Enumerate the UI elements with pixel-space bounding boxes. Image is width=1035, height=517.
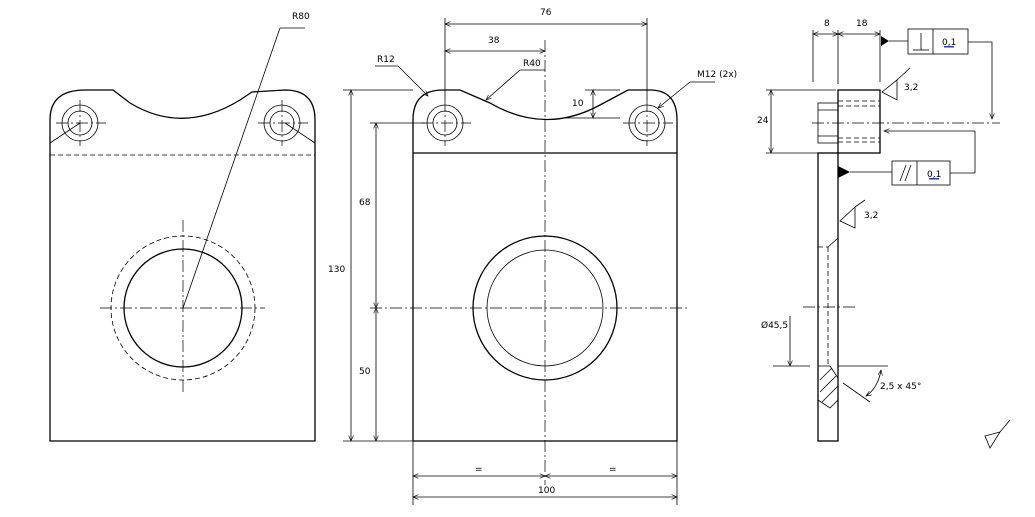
side-view: 8 18 24 0,1 0,1 3,2 3,2 Ø45,5 2,5: [757, 19, 1011, 449]
r80-label: R80: [292, 12, 310, 22]
r40-label: R40: [523, 59, 541, 69]
dim-10: 10: [572, 99, 584, 109]
dim-24: 24: [757, 116, 769, 126]
roughness-symbol-1: [881, 67, 911, 101]
dim-76: 76: [540, 8, 552, 18]
equal-right: =: [609, 465, 617, 475]
perpendicularity-tolerance: 0,1: [942, 38, 956, 48]
parallelism-icon: [899, 164, 912, 182]
dim-130: 130: [328, 265, 345, 275]
dim-38: 38: [488, 36, 500, 46]
r12-label: R12: [377, 55, 395, 65]
equal-left: =: [475, 465, 483, 475]
roughness-2: 3,2: [864, 211, 878, 221]
front-view: 76 38 10 R12 R40 M12 (2x) 130 68 50 = = …: [328, 8, 737, 505]
dim-68: 68: [359, 198, 371, 208]
parallelism-tolerance: 0,1: [927, 170, 941, 180]
thread-label: M12 (2x): [697, 70, 737, 80]
roughness-symbol-general: [984, 419, 1011, 449]
datum-triangle: [881, 36, 889, 46]
roughness-symbol-2: [839, 199, 866, 229]
dim-100: 100: [538, 486, 555, 496]
left-view: R80: [49, 12, 316, 442]
perpendicularity-icon: [913, 33, 929, 51]
datum-triangle-2: [838, 166, 850, 178]
bore-diameter: Ø45,5: [761, 320, 788, 331]
chamfer-label: 2,5 x 45°: [880, 382, 921, 392]
dim-50: 50: [359, 367, 371, 377]
roughness-1: 3,2: [904, 83, 918, 93]
dim-18: 18: [856, 19, 868, 29]
dim-8: 8: [824, 19, 830, 29]
